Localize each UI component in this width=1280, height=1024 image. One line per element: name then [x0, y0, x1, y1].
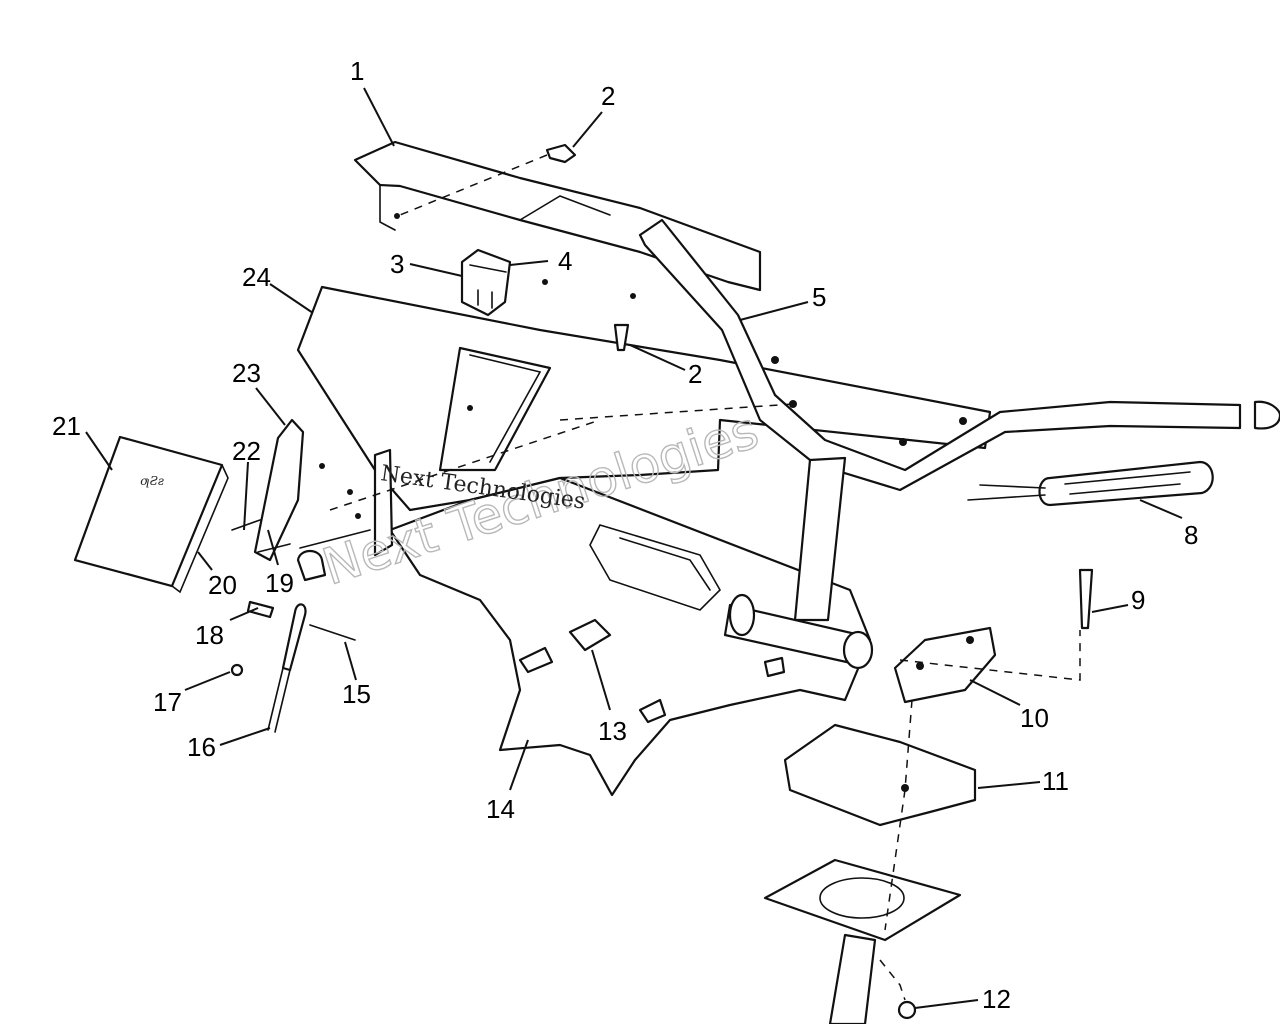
callout-21: 21	[52, 411, 81, 441]
callout-3: 3	[390, 249, 404, 279]
part-3-4-switch	[460, 248, 512, 317]
callout-14: 14	[486, 794, 515, 824]
callout-4: 4	[558, 246, 572, 276]
callout-20: 20	[208, 570, 237, 600]
callout-10: 10	[1020, 703, 1049, 733]
hardware-cluster	[231, 448, 394, 582]
callout-9: 9	[1131, 585, 1145, 615]
part-9-bolt	[1078, 568, 1094, 630]
part-8-grip	[967, 460, 1214, 507]
part-14-lower-shroud	[388, 476, 872, 797]
callout-numbers: 1 2 2 3 4 5 8 9 10 11 12 13 14 15 16 17 …	[52, 56, 1198, 1014]
part-2-fasteners	[545, 143, 630, 352]
part-5-handlebar	[638, 218, 1280, 492]
part-23-bracket	[253, 418, 305, 562]
callout-13: 13	[598, 716, 627, 746]
callout-24: 24	[242, 262, 271, 292]
callout-15: 15	[342, 679, 371, 709]
emblem-text: ƣƧƨ	[140, 474, 164, 488]
callout-17: 17	[153, 687, 182, 717]
callout-1: 1	[350, 56, 364, 86]
part-12-base-plate	[763, 858, 962, 1024]
part-13-bushing	[518, 618, 786, 724]
callout-5: 5	[812, 282, 826, 312]
callout-8: 8	[1184, 520, 1198, 550]
callout-16: 16	[187, 732, 216, 762]
leader-lines	[85, 87, 1183, 1009]
assembly-lines	[329, 154, 1081, 1001]
callout-18: 18	[195, 620, 224, 650]
parts-15-18	[230, 600, 356, 733]
callout-2-mid: 2	[688, 359, 702, 389]
callout-12: 12	[982, 984, 1011, 1014]
steering-shaft	[723, 456, 874, 670]
part-11-lower-clamp	[783, 723, 977, 827]
callout-22: 22	[232, 436, 261, 466]
part-24-handlebar-pod	[296, 285, 992, 512]
callout-23: 23	[232, 358, 261, 388]
callout-19: 19	[265, 568, 294, 598]
callout-2-top: 2	[601, 81, 615, 111]
part-21-cover-plate: ƣƧƨ	[73, 435, 229, 594]
callout-11: 11	[1042, 766, 1069, 796]
